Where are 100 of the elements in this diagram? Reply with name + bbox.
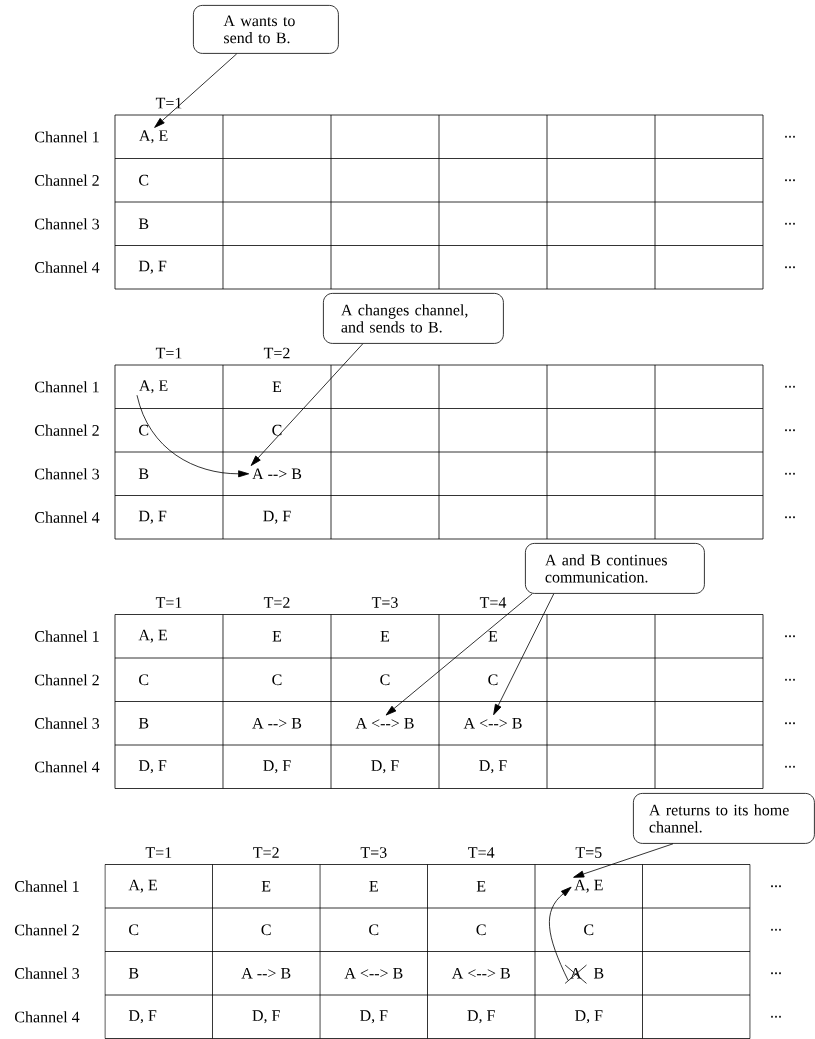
table-text: Channel 1	[35, 131, 99, 143]
table-text: Channel 4	[35, 761, 100, 773]
table-text: T=1	[155, 597, 182, 608]
table-text: D, F	[371, 760, 399, 774]
table-text: ...	[785, 429, 795, 432]
table-text: E	[272, 381, 282, 393]
table-text: A --> B	[241, 967, 291, 979]
table-text: T=3	[371, 597, 398, 608]
table-text: ...	[785, 635, 795, 638]
table-text: B	[593, 967, 604, 979]
table-text: ...	[771, 972, 781, 975]
table-text: Channel 4	[35, 261, 100, 273]
table-text: B	[138, 218, 149, 230]
table-text: A <--> B	[344, 967, 403, 979]
arrow	[154, 53, 238, 128]
arrow	[136, 394, 250, 478]
table-text: Channel 2	[35, 424, 99, 436]
table-text: A, E	[138, 629, 167, 643]
table-text: ...	[785, 516, 795, 519]
table-text: C	[129, 924, 139, 936]
cell-text: A, E	[139, 380, 168, 394]
table-text: T=4	[468, 847, 495, 858]
table-text: E	[380, 630, 390, 642]
table-text: T=1	[155, 97, 182, 109]
table-text: D, F	[575, 1010, 603, 1024]
table-text: T=4	[479, 597, 507, 608]
table-text: ...	[785, 472, 795, 475]
table-text: D, F	[138, 260, 167, 274]
table-text: T=2	[263, 347, 290, 359]
table-text: D, F	[263, 760, 291, 774]
table-text: T=2	[263, 597, 290, 608]
table-text: ...	[771, 928, 781, 931]
table-text: ...	[785, 266, 795, 269]
table-text: T=1	[155, 347, 182, 359]
table-text: Channel 4	[35, 511, 100, 523]
table-text: A --> B	[252, 717, 302, 729]
table-text: A <--> B	[451, 967, 510, 979]
table-text: Channel 2	[35, 174, 99, 186]
table-text: ...	[771, 1015, 781, 1018]
table-text: D, F	[128, 1010, 157, 1024]
table-text: D, F	[360, 1010, 388, 1024]
table-text: C	[488, 674, 498, 686]
table-text: B	[138, 468, 149, 480]
table-text: C	[380, 674, 390, 686]
table-text: D, F	[138, 760, 167, 774]
table-text: Channel 3	[35, 218, 100, 230]
table-text: ...	[785, 678, 795, 681]
cell-text: A <--> B	[463, 717, 522, 729]
table-text: T=5	[575, 847, 602, 858]
table-text: C	[261, 924, 271, 936]
table-text: C	[476, 924, 486, 936]
arrow	[250, 343, 364, 466]
cell-text: A, E	[139, 130, 168, 144]
cell-text: A, E	[574, 879, 603, 893]
table-text: A, E	[128, 879, 157, 893]
table-text: ...	[785, 222, 795, 225]
arrow	[573, 843, 674, 878]
table-text: D, F	[252, 1010, 280, 1024]
callout-box: A wants to send to B.	[193, 5, 339, 54]
arrow	[549, 886, 572, 981]
table-text: ...	[785, 385, 795, 388]
table-text: Channel 3	[35, 717, 100, 729]
table-text: T=2	[253, 847, 279, 858]
table-text: D, F	[479, 760, 507, 774]
table-text: ...	[785, 135, 795, 138]
arrow	[493, 593, 555, 716]
arrow	[385, 593, 533, 716]
cell-text: A <--> B	[355, 717, 414, 729]
table-text: D, F	[467, 1010, 495, 1024]
table-text: T=3	[360, 847, 387, 858]
table-text: ...	[771, 885, 781, 888]
table-text: Channel 1	[35, 381, 99, 393]
callout-box: A changes channel, and sends to B.	[323, 293, 504, 344]
table-text: C	[584, 924, 594, 936]
table-text: E	[261, 880, 271, 892]
table-text: E	[369, 880, 378, 892]
table-text: ...	[785, 179, 795, 182]
table-text: Channel 2	[15, 924, 79, 936]
table-text: Channel 4	[15, 1011, 80, 1023]
table-text: ...	[785, 765, 795, 768]
cell-text: A --> B	[252, 468, 302, 480]
table-text: B	[128, 967, 139, 979]
table-text: Channel 2	[35, 674, 99, 686]
table-text: E	[272, 630, 282, 642]
table-text: D, F	[138, 510, 167, 524]
table-text: Channel 1	[35, 630, 99, 642]
callout-box: A returns to its home channel.	[633, 793, 815, 844]
table-text: Channel 1	[15, 880, 79, 892]
table-text: C	[139, 174, 149, 186]
table-text: C	[139, 424, 149, 436]
table-text: C	[272, 674, 282, 686]
table-text: B	[138, 717, 149, 729]
table-text: C	[139, 674, 149, 686]
table-text: T=1	[145, 847, 172, 858]
table-text: D, F	[263, 510, 291, 524]
table-text: Channel 3	[15, 967, 80, 979]
table-text: ...	[785, 722, 795, 725]
table-text: C	[369, 924, 379, 936]
table-text: E	[476, 880, 486, 892]
table-text: C	[272, 424, 282, 436]
